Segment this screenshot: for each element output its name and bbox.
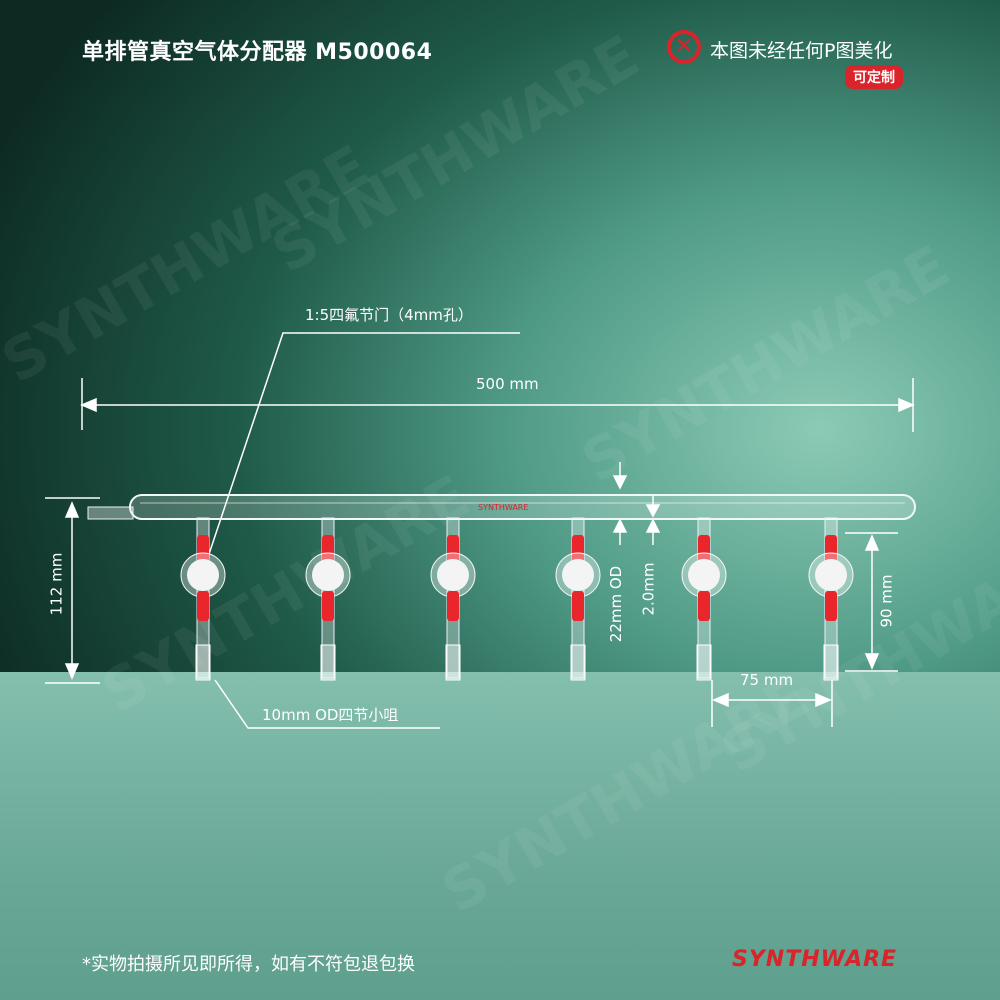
page-title: 单排管真空气体分配器 M500064 — [82, 40, 433, 65]
stem-length-label: 90 mm — [877, 574, 896, 628]
stopcock — [808, 517, 854, 681]
spacing-label: 75 mm — [740, 671, 794, 689]
height-label: 112 mm — [47, 552, 66, 616]
customizable-badge: 可定制 — [845, 65, 903, 89]
stopcock — [555, 517, 601, 681]
stopcock — [180, 517, 226, 681]
length-label: 500 mm — [476, 375, 539, 393]
stopcock — [305, 517, 351, 681]
brand-logo: SYNTHWARE — [732, 947, 898, 972]
footer-note: *实物拍摄所见即所得，如有不符包退包换 — [82, 954, 415, 975]
stopcock-label: 1:5四氟节门（4mm孔） — [305, 306, 473, 324]
hose-label: 10mm OD四节小咀 — [262, 706, 399, 724]
tube-od-label: 22mm OD — [607, 565, 626, 643]
wall-thickness-label: 2.0mm — [639, 562, 658, 616]
tube-logo: SYNTHWARE — [478, 503, 529, 512]
x-circle-icon: ✕ — [667, 30, 701, 64]
stopcock — [430, 517, 476, 681]
stopcock — [681, 517, 727, 681]
no-retouch-notice: 本图未经任何P图美化 — [710, 40, 893, 62]
floor-surface — [0, 672, 1000, 1000]
